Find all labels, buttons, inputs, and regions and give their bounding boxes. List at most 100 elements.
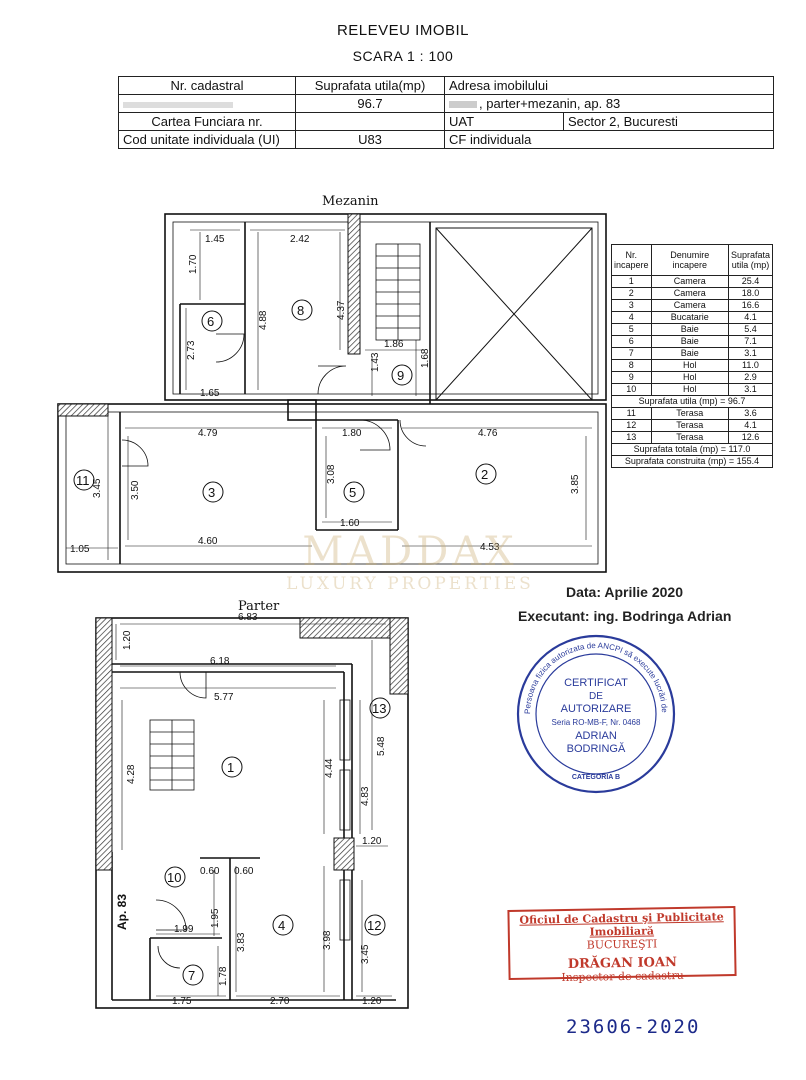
adresa-value-text: , parter+mezanin, ap. 83 <box>479 96 621 111</box>
dim-p-199: 1.99 <box>174 924 194 935</box>
legend-cell-area: 4.1 <box>727 311 774 324</box>
dim-p-345: 3.45 <box>360 944 371 964</box>
dim-p-060a: 0.60 <box>200 866 220 877</box>
red-stamp-line-2: BUCUREŞTI <box>586 937 658 952</box>
room-6-label: 6 <box>207 314 214 329</box>
legend-cell-name: Hol <box>650 383 729 396</box>
legend-cell-name: Camera <box>650 287 729 300</box>
legend-cell-nr: 9 <box>611 371 652 384</box>
mezanin-doors <box>121 333 427 467</box>
info-table: Nr. cadastral Suprafata utila(mp) Adresa… <box>118 76 774 149</box>
apartment-label: Ap. 83 <box>115 894 129 930</box>
dim-m-437: 4.37 <box>336 300 347 320</box>
mezanin-lower-outline <box>57 403 607 573</box>
room-1-label: 1 <box>227 760 234 775</box>
dim-m-460: 4.60 <box>198 536 218 547</box>
legend-cell-nr: 3 <box>611 299 652 312</box>
legend-terrace-cell-nr: 12 <box>611 419 652 432</box>
legend-cell-area: 3.1 <box>727 347 774 360</box>
dim-p-683: 6.83 <box>238 612 258 623</box>
room-legend-table: Nr. incapere Denumire incapere Suprafata… <box>611 244 774 468</box>
legend-cell-area: 18.0 <box>727 287 774 300</box>
legend-cell-nr: 4 <box>611 311 652 324</box>
mezanin-void <box>435 227 593 401</box>
mezanin-title: Mezanin <box>322 194 379 209</box>
parter-dimension-lines <box>115 623 392 997</box>
dim-m-488: 4.88 <box>258 310 269 330</box>
dim-m-350: 3.50 <box>130 480 141 500</box>
dim-m-186: 1.86 <box>384 339 404 350</box>
dim-p-548: 5.48 <box>376 736 387 756</box>
dim-m-160: 1.60 <box>340 518 360 529</box>
stamp-line-3: AUTORIZARE <box>561 703 632 715</box>
legend-cell-area: 5.4 <box>727 323 774 336</box>
room-3-label: 3 <box>208 485 215 500</box>
parter-doors <box>155 671 207 969</box>
red-stamp-line-1: Oficiul de Cadastru şi Publicitate Imobi… <box>519 910 724 939</box>
parter-windows <box>339 699 351 941</box>
dim-p-444: 4.44 <box>324 758 335 778</box>
legend-cell-nr: 7 <box>611 347 652 360</box>
legend-terrace-cell-nr: 11 <box>611 407 652 420</box>
legend-terrace-cell-name: Terasa <box>650 431 729 444</box>
legend-totala: Suprafata totala (mp) = 117.0 <box>611 443 773 456</box>
mezanin-stairs <box>375 243 421 341</box>
legend-terrace-cell-area: 3.6 <box>727 407 774 420</box>
mezanin-dimension-lines <box>66 229 592 560</box>
legend-cell-area: 2.9 <box>727 371 774 384</box>
legend-cell-name: Camera <box>650 275 729 288</box>
room-5-label: 5 <box>349 485 356 500</box>
watermark-brand: MADDAX <box>302 529 518 575</box>
parter-right-wall-hatch <box>389 617 409 695</box>
legend-terrace-cell-area: 4.1 <box>727 419 774 432</box>
legend-cell-area: 3.1 <box>727 383 774 396</box>
mezanin-upper-outline <box>164 213 607 401</box>
cf-label: CF individuala <box>444 130 774 149</box>
dim-p-120a: 1.20 <box>122 630 133 650</box>
dim-m-143: 1.43 <box>370 352 381 372</box>
parter-room-markers <box>164 697 391 986</box>
legend-construita: Suprafata construita (mp) = 155.4 <box>611 455 773 468</box>
dim-m-476: 4.76 <box>478 428 498 439</box>
legend-header-nr: Nr. incapere <box>611 244 652 276</box>
stair-wall-hatch <box>347 213 361 355</box>
cod-value: U83 <box>295 130 445 149</box>
dim-m-479: 4.79 <box>198 428 218 439</box>
parter-left-wall-hatch <box>95 617 113 871</box>
legend-cell-nr: 8 <box>611 359 652 372</box>
dim-p-195: 1.95 <box>210 908 221 928</box>
red-office-stamp: Oficiul de Cadastru şi Publicitate Imobi… <box>507 906 737 984</box>
legend-cell-name: Camera <box>650 299 729 312</box>
document-title: RELEVEU IMOBIL <box>336 22 470 39</box>
dim-p-120c: 1.20 <box>362 996 382 1007</box>
dim-m-385: 3.85 <box>570 474 581 494</box>
legend-cell-name: Hol <box>650 359 729 372</box>
cod-label: Cod unitate individuala (UI) <box>118 130 296 149</box>
dim-p-178: 1.78 <box>218 966 229 986</box>
room-11-label: 11 <box>76 473 90 488</box>
dim-p-120b: 1.20 <box>362 836 382 847</box>
dim-p-175: 1.75 <box>172 996 192 1007</box>
legend-terrace-cell-name: Terasa <box>650 407 729 420</box>
dim-m-453: 4.53 <box>480 542 500 553</box>
legend-cell-name: Baie <box>650 323 729 336</box>
dim-p-383: 3.83 <box>236 932 247 952</box>
dim-m-168: 1.68 <box>420 348 431 368</box>
dim-p-618: 6.18 <box>210 656 230 667</box>
stamp-line-5: ADRIAN <box>575 730 617 742</box>
legend-cell-area: 7.1 <box>727 335 774 348</box>
room-7-label: 7 <box>188 968 195 983</box>
legend-utila-total: Suprafata utila (mp) = 96.7 <box>611 395 773 408</box>
dim-m-308: 3.08 <box>326 464 337 484</box>
